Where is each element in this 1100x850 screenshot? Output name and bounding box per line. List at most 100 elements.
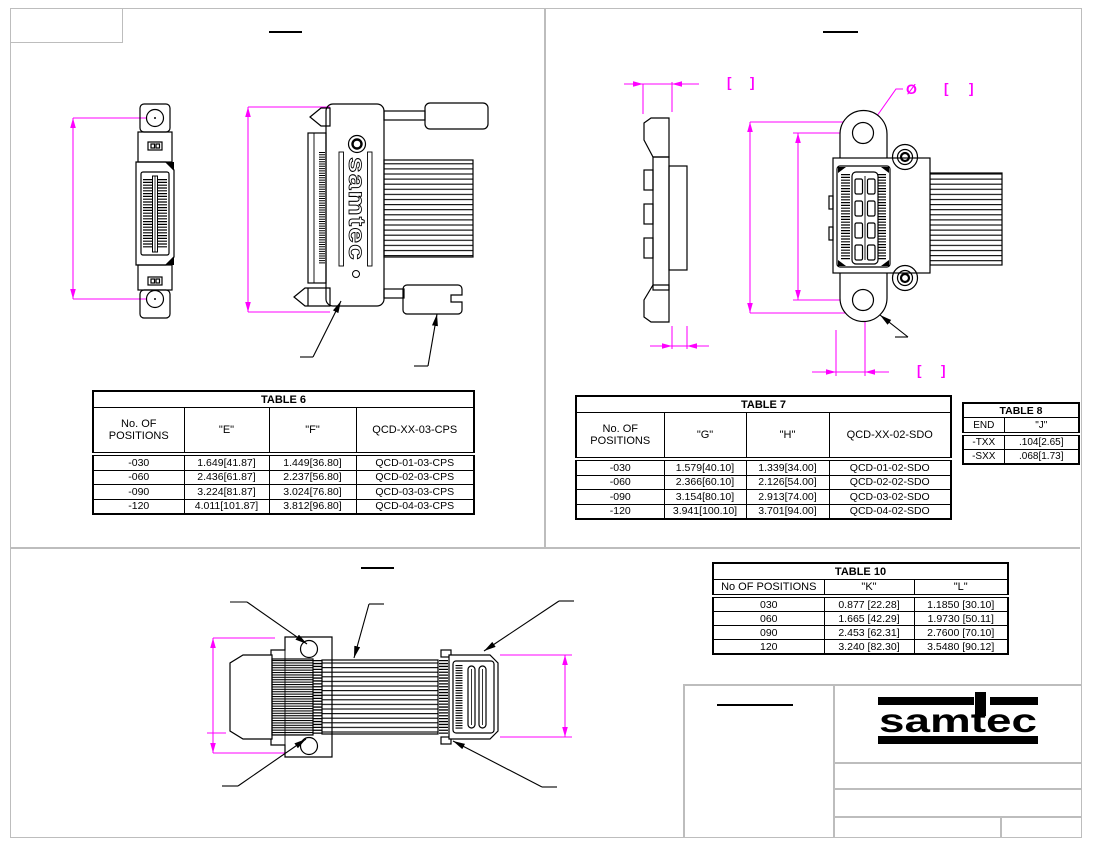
table-cell: QCD-01-02-SDO: [828, 458, 952, 476]
table-column-header: No. OF POSITIONS: [92, 407, 185, 456]
diameter-symbol: Ø: [906, 81, 917, 97]
table-cell: 3.941[100.10]: [663, 503, 747, 520]
table-title: TABLE 8: [962, 402, 1080, 418]
table-cell: .068[1.73]: [1003, 449, 1080, 465]
table-cell: QCD-02-02-SDO: [828, 474, 952, 490]
table-column-header: "H": [745, 412, 830, 461]
table-column-header: "E": [183, 407, 270, 456]
leader-lines: [222, 600, 574, 788]
table-column-header: QCD-XX-03-CPS: [355, 407, 475, 456]
table-column-header: END: [962, 417, 1005, 436]
table-cell: QCD-04-03-CPS: [355, 498, 475, 515]
table-cell: 1.339[34.00]: [745, 458, 830, 476]
strain-relief: [402, 284, 463, 315]
dimension-lines: [207, 637, 572, 754]
logo-t-stem: [975, 692, 986, 716]
sheet-border: [10, 8, 1082, 838]
receptacle-front-view: [828, 109, 1003, 338]
ribbon-cable: [321, 659, 439, 735]
sheet-corner-zone-box: [10, 8, 123, 43]
logo-bottom-bar: [878, 736, 1038, 744]
samtec-logo: samtec: [876, 692, 1042, 746]
table-cell: 2.913[74.00]: [745, 489, 830, 505]
table-cell: 0.877 [22.28]: [823, 595, 915, 612]
table-cell: 3.224[81.87]: [183, 484, 270, 500]
latch: [147, 141, 163, 151]
empty-dim-bracket-close: ]: [750, 75, 755, 90]
cable-assembly-view: [207, 600, 574, 788]
redacted-label-dash: [269, 31, 302, 33]
plug-side-view-with-cable: samtec: [245, 102, 489, 367]
table-column-header: QCD-XX-02-SDO: [828, 412, 952, 461]
table-cell: 1.9730 [50.11]: [913, 611, 1009, 626]
table-cell: -090: [575, 489, 665, 505]
table-column-header: No OF POSITIONS: [712, 579, 825, 598]
table-column-header: "G": [663, 412, 747, 461]
table-cell: 2.366[60.10]: [663, 474, 747, 490]
mounting-hole: [299, 639, 319, 659]
table-cell: QCD-04-02-SDO: [828, 503, 952, 520]
table-cell: -030: [575, 458, 665, 476]
table-cell: 2.436[61.87]: [183, 469, 270, 485]
sheet-horizontal-divider: [10, 547, 1080, 549]
table-cell: 060: [712, 611, 825, 626]
table-cell: 3.5480 [90.12]: [913, 639, 1009, 655]
empty-dim-bracket-close: ]: [941, 363, 946, 378]
receptacle-views: [ ] Ø [ ] [ ]: [624, 75, 1003, 378]
jack-screw: [891, 143, 919, 171]
table-cell: -120: [575, 503, 665, 520]
table-row: -TXX.104[2.65]: [962, 433, 1080, 450]
logo-wordmark: samtec: [879, 702, 1037, 739]
empty-dim-bracket-close: ]: [969, 81, 974, 96]
table-title: TABLE 6: [92, 390, 475, 408]
table-cell: -090: [92, 484, 185, 500]
table-cell: QCD-03-02-SDO: [828, 489, 952, 505]
table-cell: 2.453 [62.31]: [823, 625, 915, 640]
latch: [147, 276, 163, 286]
thumbscrew-knob: [424, 102, 489, 130]
receptacle-profile-view: [643, 117, 688, 323]
connector-shell: [229, 654, 273, 740]
table-column-header: "F": [268, 407, 357, 456]
table-cell: -SXX: [962, 449, 1005, 465]
table-cell: 120: [712, 639, 825, 655]
table-cell: QCD-03-03-CPS: [355, 484, 475, 500]
table-column-header: No. OF POSITIONS: [575, 412, 665, 461]
table-cell: 2.237[56.80]: [268, 469, 357, 485]
ribbon-cable: [929, 172, 1003, 266]
table-column-header: "K": [823, 579, 915, 598]
dimension-lines: [245, 106, 330, 313]
jack-screw: [891, 264, 919, 292]
table-title: TABLE 10: [712, 562, 1009, 580]
table-cell: -120: [92, 498, 185, 515]
table-column-header: "L": [913, 579, 1009, 598]
mounting-hole: [851, 288, 875, 312]
table-cell: QCD-01-03-CPS: [355, 453, 475, 471]
table-cell: 1.1850 [30.10]: [913, 595, 1009, 612]
table-cell: 3.812[96.80]: [268, 498, 357, 515]
table-cell: -030: [92, 453, 185, 471]
redacted-label-dash: [823, 31, 858, 33]
table-row: -SXX.068[1.73]: [962, 449, 1080, 465]
embossed-samtec-logo: samtec: [344, 157, 370, 261]
redacted-label-dash: [717, 704, 793, 706]
redacted-label-dash: [361, 567, 394, 569]
table-cell: 1.449[36.80]: [268, 453, 357, 471]
empty-dim-bracket-open: [: [944, 81, 949, 96]
table-cell: QCD-02-03-CPS: [355, 469, 475, 485]
table-cell: 3.701[94.00]: [745, 503, 830, 520]
table-cell: 4.011[101.87]: [183, 498, 270, 515]
